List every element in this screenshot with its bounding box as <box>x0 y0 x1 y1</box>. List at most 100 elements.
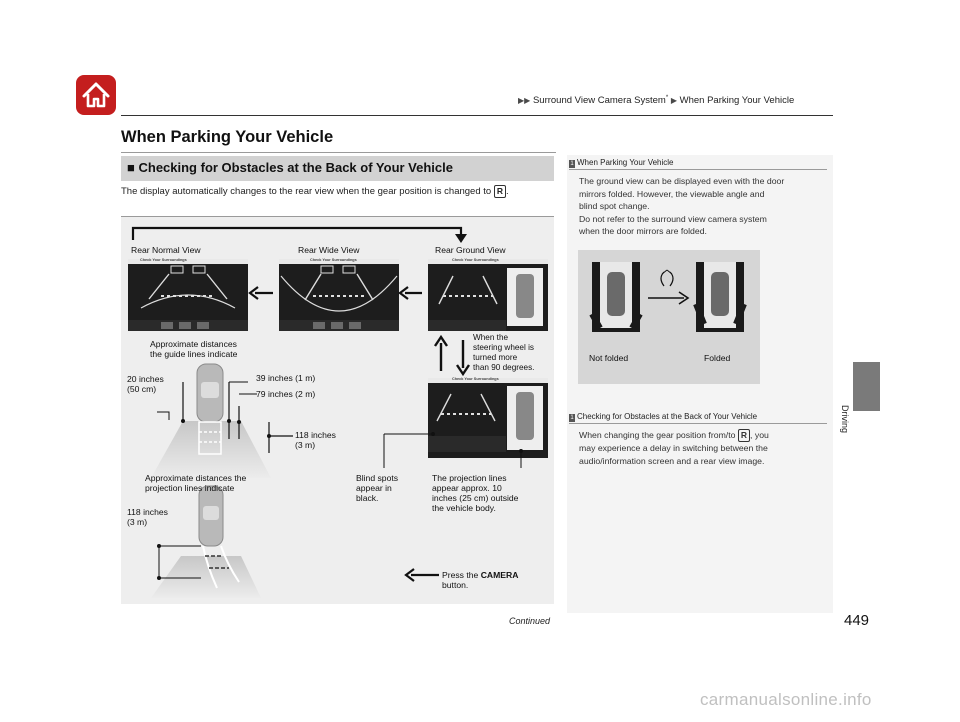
label-approx-projection: Approximate distances the projection lin… <box>145 473 246 493</box>
note1-heading-text: When Parking Your Vehicle <box>577 158 674 167</box>
label-79-inches: 79 inches (2 m) <box>256 389 316 399</box>
rear-wide-screen <box>279 259 399 331</box>
dist-118b-line1: 118 inches <box>127 507 168 517</box>
cycle-arrow-head <box>455 234 467 243</box>
label-118-inches-a: 118 inches (3 m) <box>295 430 336 450</box>
page-number: 449 <box>844 612 870 629</box>
body-text: The display automatically changes to the… <box>121 186 492 197</box>
chapter-tab[interactable] <box>853 362 880 411</box>
dist-118b-line2: (3 m) <box>127 517 148 527</box>
dist-20-line2: (50 cm) <box>127 384 157 394</box>
note1-line: The ground view can be displayed even wi… <box>579 176 785 186</box>
dist-118a-line2: (3 m) <box>295 440 316 450</box>
note-marker-icon: 1 <box>569 160 575 168</box>
label-approx-guide-line2: the guide lines indicate <box>150 349 238 359</box>
label-steering-note: When the steering wheel is turned more t… <box>473 333 534 373</box>
mirror-graphics <box>589 262 747 332</box>
label-rear-normal-view: Rear Normal View <box>131 245 201 255</box>
label-rear-ground-view: Rear Ground View <box>435 245 506 255</box>
diagram-graphics <box>128 226 548 598</box>
breadcrumb: ▶▶ Surround View Camera System* ▶ When P… <box>518 95 794 106</box>
projection-note-line2: appear approx. 10 <box>432 483 502 493</box>
car-top-view-1 <box>151 363 271 478</box>
note1-line: blind spot change. <box>579 201 650 211</box>
projection-note-line3: inches (25 cm) outside <box>432 493 519 503</box>
note2-body: When changing the gear position from/to … <box>579 429 769 467</box>
screen-banner-4: Check Your Surroundings <box>452 377 499 381</box>
steering-note-line1: When the <box>473 333 509 342</box>
note1-body: The ground view can be displayed even wi… <box>579 175 784 238</box>
label-projection-lines: The projection lines appear approx. 10 i… <box>432 473 518 513</box>
label-rear-wide-view: Rear Wide View <box>298 245 360 255</box>
blind-spots-line1: Blind spots <box>356 473 399 483</box>
reverse-gear-key: R <box>737 429 751 442</box>
steering-note-line4: than 90 degrees. <box>473 363 535 372</box>
note1-divider <box>569 169 827 170</box>
label-folded: Folded <box>704 353 731 363</box>
rear-ground-screen <box>428 259 548 331</box>
home-button[interactable] <box>76 75 116 115</box>
screen-banner-2: Check Your Surroundings <box>310 258 357 262</box>
note2-heading-text: Checking for Obstacles at the Back of Yo… <box>577 412 758 421</box>
blind-spots-line2: appear in <box>356 483 392 493</box>
steering-note-line3: turned more <box>473 353 518 362</box>
breadcrumb-item-parking[interactable]: When Parking Your Vehicle <box>679 95 795 107</box>
label-118-inches-b: 118 inches (3 m) <box>127 507 168 527</box>
label-not-folded: Not folded <box>589 353 629 363</box>
label-blind-spots: Blind spots appear in black. <box>356 473 398 503</box>
note2-line-start: When changing the gear position from/to <box>579 430 736 440</box>
press-camera-prefix: Press the <box>442 570 479 580</box>
projection-note-line1: The projection lines <box>432 473 507 483</box>
note2-divider <box>569 423 827 424</box>
optional-mark: * <box>665 95 669 101</box>
section-title-text: Checking for Obstacles at the Back of Yo… <box>138 160 453 175</box>
section-title: ■ Checking for Obstacles at the Back of … <box>127 160 453 175</box>
mirror-fold-icon <box>660 269 674 287</box>
cycle-arrow-line <box>131 226 463 240</box>
screen-banner-1: Check Your Surroundings <box>140 258 187 262</box>
car-top-view-2 <box>151 485 261 598</box>
label-39-inches: 39 inches (1 m) <box>256 373 316 383</box>
chevron-right-icon: ▶▶ <box>518 96 531 106</box>
home-icon <box>82 82 110 108</box>
note-marker-icon: 1 <box>569 414 575 422</box>
body-text-end: . <box>505 186 509 197</box>
note1-line: Do not refer to the surround view camera… <box>579 213 767 224</box>
approx-projection-line1: Approximate distances the <box>145 473 247 483</box>
note1-line: mirrors folded. However, the viewable an… <box>579 188 765 199</box>
note1-line: when the door mirrors are folded. <box>579 226 707 236</box>
dist-20-line1: 20 inches <box>127 374 164 384</box>
section-square-icon: ■ <box>127 160 135 175</box>
projection-note-line4: the vehicle body. <box>432 503 496 513</box>
press-camera-suffix: button. <box>442 580 469 590</box>
dist-118a-line1: 118 inches <box>295 430 336 440</box>
label-20-inches: 20 inches (50 cm) <box>127 374 164 394</box>
page-title: When Parking Your Vehicle <box>121 128 334 146</box>
label-approx-guide: Approximate distances the guide lines in… <box>150 339 237 359</box>
camera-button-name: CAMERA <box>480 570 519 580</box>
breadcrumb-item-camera-system[interactable]: Surround View Camera System <box>532 95 666 107</box>
blind-spots-line3: black. <box>356 493 379 503</box>
watermark: carmanualsonline.info <box>700 690 872 709</box>
label-press-camera: Press the CAMERA button. <box>442 570 518 590</box>
chapter-tab-label: Driving <box>840 405 850 434</box>
label-approx-guide-line1: Approximate distances <box>150 339 237 349</box>
approx-projection-line2: projection lines indicate <box>145 483 235 493</box>
rear-normal-screen <box>128 259 248 331</box>
note2-line: may experience a delay in switching betw… <box>579 443 768 453</box>
screen-banner-3: Check Your Surroundings <box>452 258 499 262</box>
chevron-right-icon: ▶ <box>670 96 677 106</box>
rear-ground-steering-screen <box>428 378 548 458</box>
note2-line: audio/information screen and a rear view… <box>579 455 765 466</box>
header-divider <box>121 115 833 116</box>
side-notes-panel <box>567 155 833 613</box>
reverse-gear-key: R <box>493 185 506 198</box>
steering-note-line2: steering wheel is <box>473 343 534 352</box>
body-paragraph: The display automatically changes to the… <box>121 184 541 199</box>
section-heading-bar <box>121 156 554 181</box>
continued-label: Continued <box>509 616 551 626</box>
title-divider <box>121 152 556 153</box>
note2-line-end: , you <box>750 430 769 440</box>
